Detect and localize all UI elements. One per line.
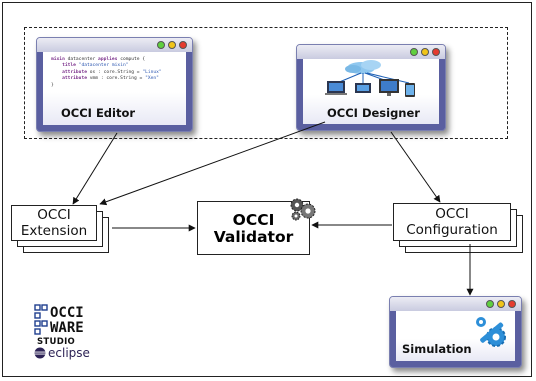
arrow-editor-to-extension [72, 132, 118, 205]
designer-title: OCCI Designer [327, 106, 420, 120]
editor-title: OCCI Editor [61, 106, 136, 120]
configuration-line1: OCCI [435, 206, 469, 222]
green-dot-icon [157, 41, 165, 49]
validator-line2: Validator [213, 228, 294, 246]
arrow-designer-to-configuration [390, 131, 441, 203]
code-line: mixin datacenter applies compute { [51, 57, 146, 62]
red-dot-icon [432, 48, 440, 56]
occi-extension-box: OCCI Extension [11, 205, 97, 241]
code-line: title "datacenter mixin" [62, 63, 129, 69]
arrow-designer-to-extension [99, 121, 326, 206]
simulation-window: Simulation [389, 296, 522, 368]
gears-icon [290, 198, 316, 221]
editor-code: mixin datacenter applies compute { title… [51, 57, 162, 89]
occi-configuration-box: OCCI Configuration [393, 203, 511, 241]
simulation-body: Simulation [390, 311, 521, 367]
editors-group [24, 27, 508, 139]
occi-editor-window: mixin datacenter applies compute { title… [36, 37, 193, 132]
occi-configuration-stack: OCCI Configuration [393, 203, 525, 255]
eclipse-logo: eclipse [34, 346, 90, 360]
code-line: attribute os : core.String = "Linux" [62, 69, 162, 75]
extension-line1: OCCI [37, 207, 71, 223]
yellow-dot-icon [421, 48, 429, 56]
designer-body: OCCI Designer [297, 59, 445, 130]
eclipse-text: eclipse [48, 346, 90, 360]
extension-line2: Extension [20, 223, 88, 239]
diagram-frame [2, 2, 532, 377]
code-line: attribute vmm : core.String = "Xen" [62, 76, 159, 82]
code-line: } [51, 82, 54, 88]
occiware-logo: OCCI WARE [34, 304, 84, 336]
logo-line2: WARE [50, 320, 84, 336]
yellow-dot-icon [168, 41, 176, 49]
validator-line1: OCCI [232, 211, 275, 229]
occi-validator-box: OCCI Validator [197, 201, 310, 255]
red-dot-icon [508, 300, 516, 308]
occi-extension-stack: OCCI Extension [11, 205, 111, 255]
green-dot-icon [486, 300, 494, 308]
logo-line1: OCCI [50, 305, 84, 321]
logo-studio: STUDIO [37, 337, 76, 347]
editor-body: mixin datacenter applies compute { title… [37, 52, 192, 131]
yellow-dot-icon [497, 300, 505, 308]
configuration-line2: Configuration [406, 222, 498, 238]
simulation-title: Simulation [402, 342, 472, 356]
wrench-gear-icon [476, 317, 506, 347]
occi-designer-window: OCCI Designer [296, 44, 446, 131]
red-dot-icon [179, 41, 187, 49]
green-dot-icon [410, 48, 418, 56]
eclipse-icon [34, 347, 46, 359]
cloud-devices-icon [325, 60, 415, 97]
